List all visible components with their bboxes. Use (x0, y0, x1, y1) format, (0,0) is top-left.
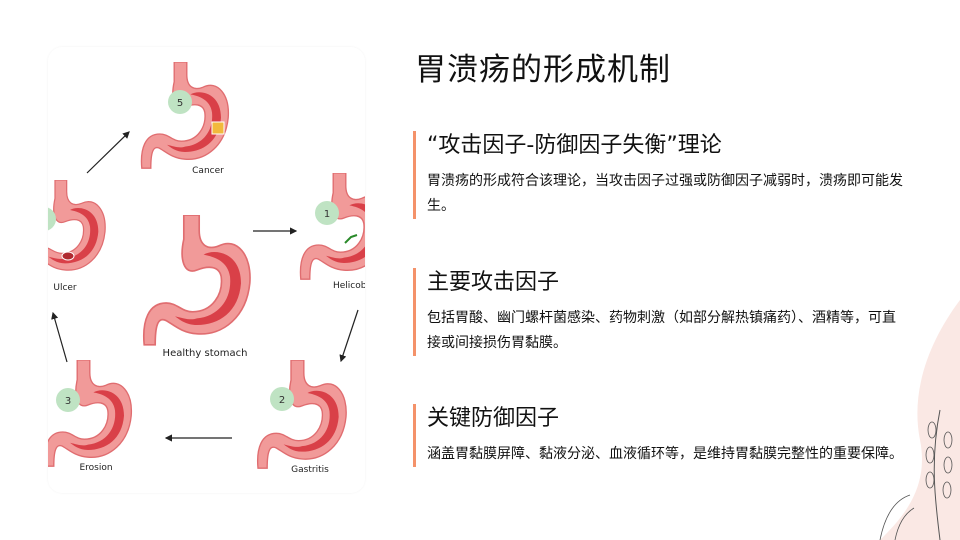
section-body: 涵盖胃黏膜屏障、黏液分泌、血液循环等，是维持胃黏膜完整性的重要保障。 (427, 446, 903, 462)
stage-label: Gastritis (291, 465, 329, 475)
section-defense-factors: 关键防御因子 涵盖胃黏膜屏障、黏液分泌、血液循环等，是维持胃黏膜完整性的重要保障… (413, 404, 927, 467)
healthy-label: Healthy stomach (163, 348, 248, 359)
stage-label: Ulcer (53, 283, 77, 293)
stomach-diagram-image: 5 Cancer 4 Ulcer 1 Helicobacter pylori (48, 47, 365, 493)
stage-label: Helicobacter pylori (333, 281, 365, 291)
stage-number: 5 (177, 98, 183, 109)
stomach-ulcer: 4 Ulcer (48, 180, 106, 293)
stage-number: 3 (65, 396, 71, 407)
section-heading: 关键防御因子 (427, 406, 560, 431)
section-body: 胃溃疡的形成符合该理论，当攻击因子过强或防御因子减弱时，溃疡即可能发生。 (427, 173, 903, 214)
page-title: 胃溃疡的形成机制 (415, 52, 671, 88)
arrow-icon (51, 311, 68, 363)
stomach-cancer: 5 Cancer (140, 62, 230, 176)
stage-label: Cancer (192, 166, 224, 176)
section-attack-factors: 主要攻击因子 包括胃酸、幽门螺杆菌感染、药物刺激（如部分解热镇痛药）、酒精等，可… (413, 268, 927, 356)
stomach-erosion: 3 Erosion (48, 360, 133, 473)
stomach-helicobacter: 1 Helicobacter pylori (299, 173, 365, 291)
section-heading: “攻击因子-防御因子失衡”理论 (427, 133, 722, 158)
stage-label: Erosion (79, 463, 112, 473)
stage-number: 1 (324, 209, 330, 220)
stage-number: 2 (279, 395, 285, 406)
arrows (51, 131, 359, 442)
section-heading: 主要攻击因子 (427, 270, 560, 295)
stomach-healthy: Healthy stomach (142, 215, 251, 359)
section-body: 包括胃酸、幽门螺杆菌感染、药物刺激（如部分解热镇痛药）、酒精等，可直接或间接损伤… (427, 310, 896, 351)
floral-decoration (879, 300, 960, 540)
stomach-gastritis: 2 Gastritis (256, 360, 347, 475)
section-theory: “攻击因子-防御因子失衡”理论 胃溃疡的形成符合该理论，当攻击因子过强或防御因子… (413, 131, 927, 219)
arrow-icon (86, 131, 130, 174)
arrow-icon (339, 309, 359, 363)
